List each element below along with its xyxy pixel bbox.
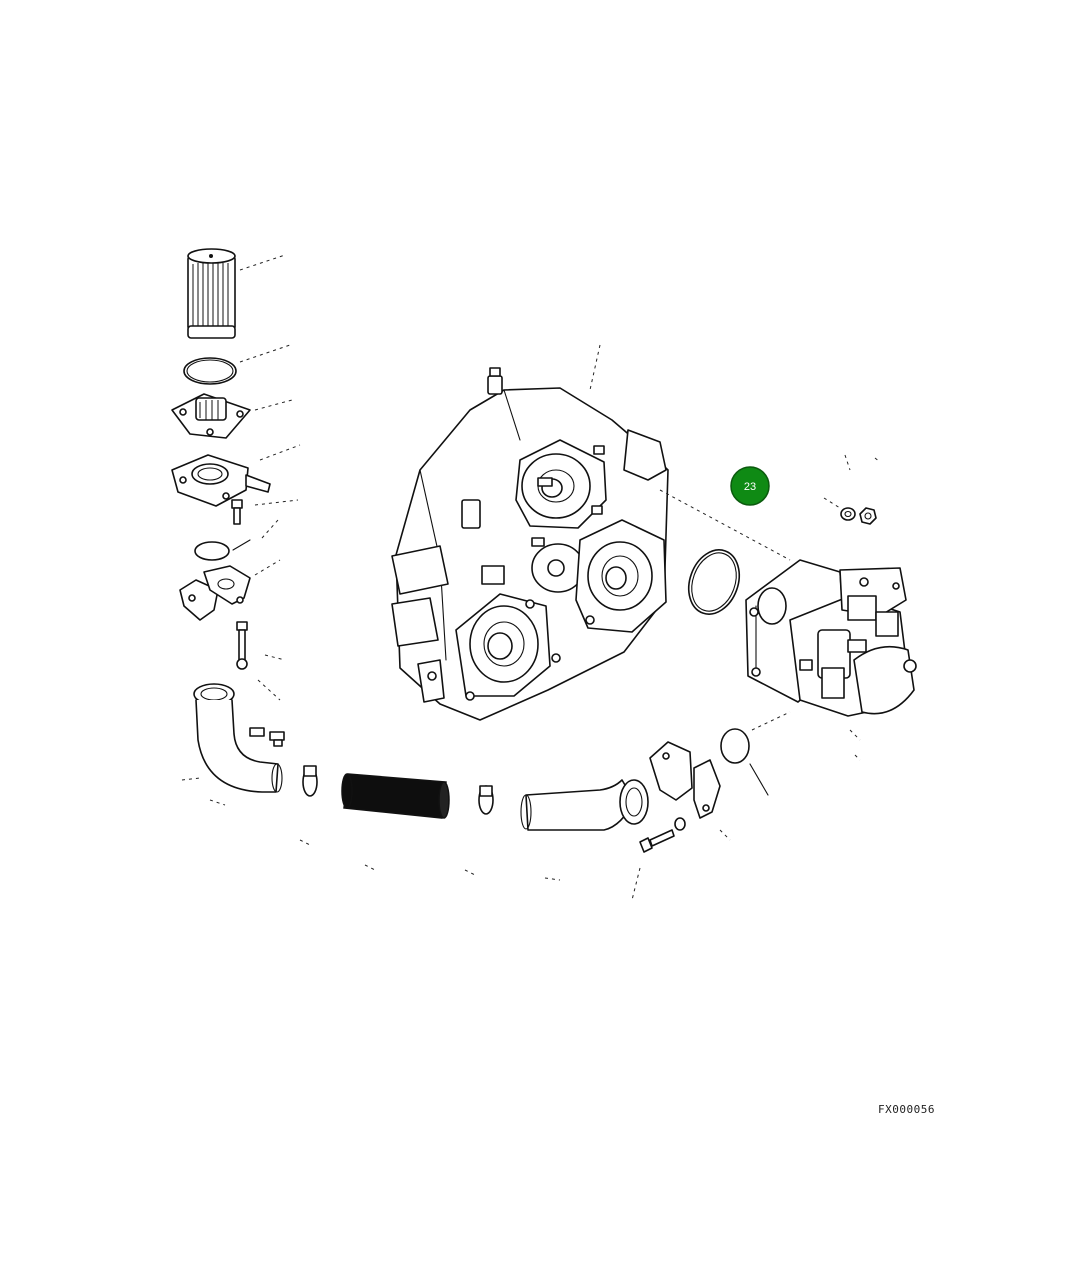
- figure-reference: FX000056: [878, 1103, 935, 1116]
- pump-drive-gearbox: [391, 367, 669, 721]
- hydraulic-pump: [745, 559, 917, 717]
- filter-cover-plate: [171, 393, 251, 439]
- drive-pad-upper: [515, 439, 607, 547]
- callout-label: 23: [744, 481, 756, 493]
- flange-bolt-left: [236, 621, 248, 670]
- callout-23[interactable]: 23: [730, 466, 770, 506]
- pump-stud-nut: [859, 507, 877, 525]
- flange-o-ring-left: [194, 541, 230, 561]
- outlet-elbow-pipe: [520, 779, 649, 831]
- hose-clamp-right: [478, 785, 494, 815]
- suction-elbow-pipe: [193, 683, 283, 793]
- flange-bolt-right: [639, 829, 675, 853]
- elbow-fittings: [249, 727, 285, 747]
- flange-washer-right: [674, 817, 686, 831]
- pump-mounting-o-ring: [687, 549, 741, 615]
- pump-stud-washer: [840, 507, 856, 521]
- housing-bolt: [231, 499, 243, 525]
- drive-pad-lower: [455, 593, 551, 701]
- filter-element: [187, 248, 236, 339]
- hose-clamp-left: [302, 765, 318, 797]
- split-flange-clamp-right: [649, 741, 721, 819]
- split-flange-clamp-left: [179, 565, 251, 621]
- drive-pad-right: [575, 519, 667, 633]
- filter-o-ring: [183, 357, 237, 385]
- port-o-ring-right: [720, 728, 750, 764]
- filter-head-housing: [171, 454, 271, 507]
- suction-hose: [341, 773, 450, 819]
